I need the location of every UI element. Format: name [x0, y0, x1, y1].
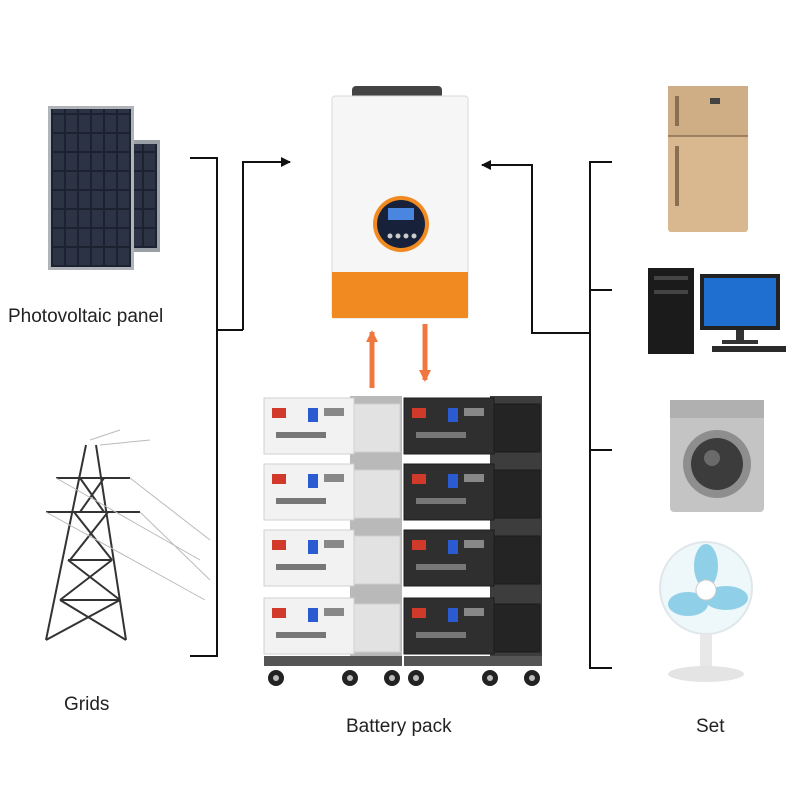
battery-rack-icon	[263, 396, 542, 686]
solar-panel-icon	[48, 106, 160, 270]
input-connector-lines	[190, 157, 291, 657]
refrigerator-icon	[668, 86, 748, 232]
load-connector-lines	[481, 160, 612, 669]
power-tower-icon	[45, 429, 211, 641]
loads-label: Set	[696, 716, 725, 737]
desktop-computer-icon	[648, 268, 786, 354]
battery-label: Battery pack	[346, 716, 452, 737]
desk-fan-icon	[659, 541, 753, 682]
pv-label: Photovoltaic panel	[8, 306, 164, 327]
inverter-icon	[331, 86, 469, 319]
charge-discharge-arrows	[366, 324, 431, 388]
washing-machine-icon	[670, 400, 764, 512]
grid-label: Grids	[64, 694, 110, 715]
